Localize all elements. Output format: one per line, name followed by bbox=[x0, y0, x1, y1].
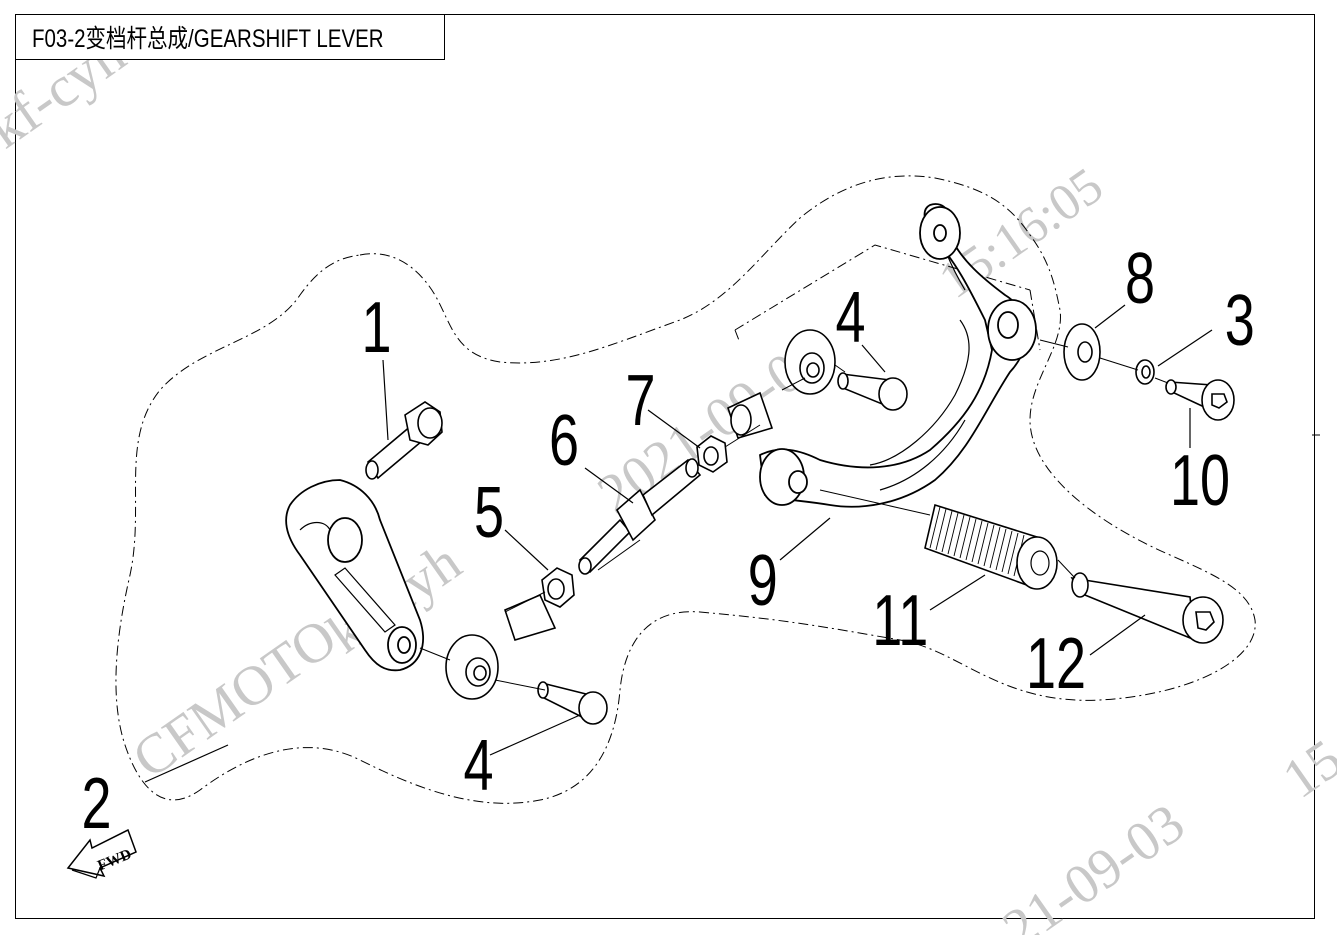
rod-end-upper bbox=[727, 329, 836, 439]
leader-9 bbox=[779, 517, 831, 561]
watermark-brand: CFMOTO bbox=[122, 607, 348, 791]
leader-7 bbox=[647, 409, 701, 449]
callout-4-lower: 4 bbox=[464, 726, 494, 806]
lever-guide-outline bbox=[734, 244, 1041, 351]
watermark-time-right: 15 bbox=[1272, 728, 1337, 811]
leader-4-lower bbox=[489, 714, 581, 756]
part-11-footpeg bbox=[924, 503, 1058, 590]
part-12-pivot-bolt bbox=[1070, 572, 1224, 644]
callout-numbers: 1 2 3 4 4 5 6 7 8 9 10 11 12 bbox=[82, 239, 1255, 844]
part-7-nut bbox=[696, 435, 728, 473]
rod-end-lower bbox=[445, 593, 557, 700]
part-3-lock-washer bbox=[1135, 359, 1155, 385]
part-4-pin-upper bbox=[837, 372, 908, 411]
leader-12 bbox=[1089, 614, 1146, 656]
part-1-flange-bolt bbox=[365, 401, 443, 480]
leader-11 bbox=[929, 574, 986, 611]
part-8-washer bbox=[1063, 323, 1101, 381]
part-9-shift-lever bbox=[759, 203, 1037, 508]
callout-11: 11 bbox=[872, 581, 928, 661]
callout-6: 6 bbox=[549, 401, 579, 481]
page-title: F03-2变档杆总成/GEARSHIFT LEVER bbox=[32, 25, 384, 53]
part-4-pin-lower bbox=[537, 681, 608, 725]
leader-lines bbox=[144, 304, 1213, 783]
callout-1: 1 bbox=[362, 288, 392, 368]
leader-1 bbox=[382, 359, 389, 441]
callout-8: 8 bbox=[1125, 239, 1155, 319]
callout-5: 5 bbox=[474, 473, 504, 553]
fwd-arrow-icon bbox=[66, 828, 137, 878]
assembly-centerlines bbox=[419, 339, 1169, 691]
leader-3 bbox=[1157, 329, 1213, 367]
leader-8 bbox=[1094, 304, 1126, 329]
callout-3: 3 bbox=[1225, 281, 1255, 361]
watermark-date-bottom: 21-09-03 bbox=[992, 792, 1196, 935]
part-10-bolt bbox=[1165, 379, 1235, 421]
part-6-link-rod bbox=[578, 458, 702, 575]
leader-6 bbox=[584, 467, 634, 504]
assembly-outline bbox=[115, 175, 1256, 804]
leader-5 bbox=[504, 529, 549, 571]
callout-2: 2 bbox=[82, 764, 112, 844]
callout-9: 9 bbox=[748, 541, 778, 621]
leader-4-upper bbox=[861, 344, 886, 373]
callout-4-upper: 4 bbox=[836, 278, 866, 358]
part-2-shift-arm bbox=[285, 479, 424, 672]
drawing-frame bbox=[15, 14, 1315, 919]
part-5-nut bbox=[541, 567, 575, 608]
callout-7: 7 bbox=[626, 361, 656, 441]
group-outlines bbox=[115, 175, 1256, 804]
leader-2 bbox=[144, 744, 229, 783]
callout-12: 12 bbox=[1026, 624, 1086, 704]
title-block: F03-2变档杆总成/GEARSHIFT LEVER bbox=[15, 14, 445, 60]
callout-10: 10 bbox=[1170, 441, 1230, 521]
